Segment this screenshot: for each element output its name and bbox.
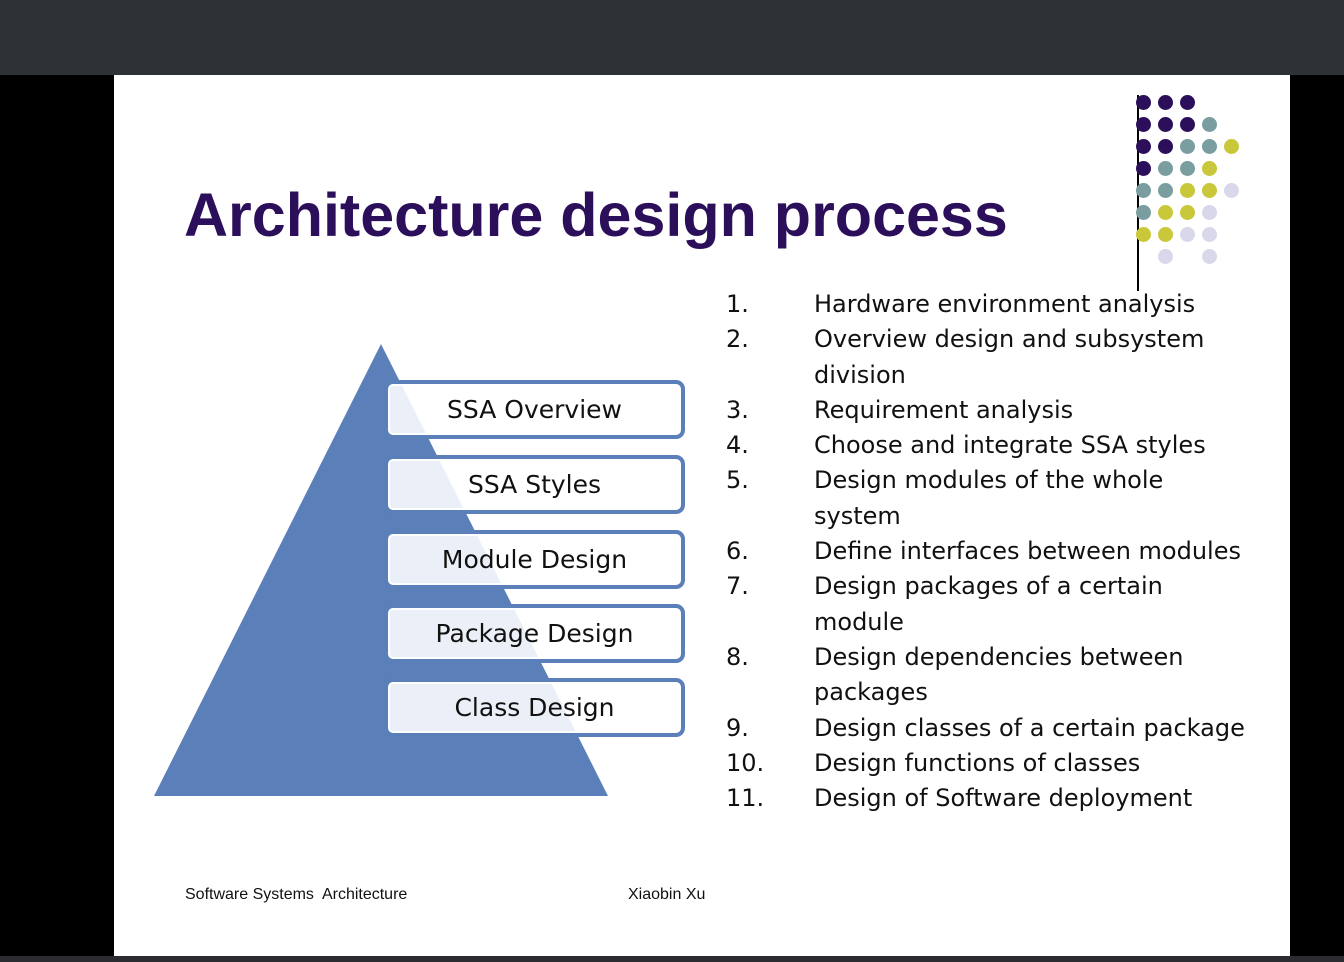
step-text: Define interfaces between modules <box>814 537 1241 566</box>
logo-dot <box>1158 227 1173 242</box>
step-number: 10. <box>726 748 765 777</box>
step-number: 11. <box>726 784 765 813</box>
pyramid-level-package-design: Package Design <box>384 604 685 663</box>
slide-title: Architecture design process <box>184 181 1008 249</box>
step-number: 5. <box>726 466 749 495</box>
logo-dot <box>1158 139 1173 154</box>
logo-dot <box>1158 95 1173 110</box>
step-number: 7. <box>726 572 749 601</box>
steps-list: 1. Hardware environment analysis 2. Overvi… <box>726 287 1246 816</box>
logo-dot <box>1158 205 1173 220</box>
pyramid-level-ssa-styles: SSA Styles <box>384 455 685 514</box>
viewer-top-bar <box>0 0 1344 75</box>
slide: Architecture design process SSA Overview… <box>114 75 1290 956</box>
logo-dot <box>1202 161 1217 176</box>
logo-dot <box>1202 139 1217 154</box>
step-number: 2. <box>726 325 749 354</box>
list-item: 7. Design packages of a certain module <box>726 569 1246 640</box>
logo-dot <box>1180 95 1195 110</box>
step-text: Design of Software deployment <box>814 784 1193 813</box>
logo-dot <box>1202 117 1217 132</box>
logo-dot <box>1136 227 1151 242</box>
list-item: 4. Choose and integrate SSA styles <box>726 428 1246 463</box>
logo-dot <box>1224 139 1239 154</box>
step-text: Choose and integrate SSA styles <box>814 431 1206 460</box>
logo-dot <box>1136 117 1151 132</box>
logo-dot <box>1224 183 1239 198</box>
step-text: Hardware environment analysis <box>814 290 1196 318</box>
step-text: Design packages of a certain module <box>814 572 1163 636</box>
step-text: Design dependencies between packages <box>814 642 1184 707</box>
logo-dot <box>1180 183 1195 198</box>
dot-grid-logo <box>114 75 1290 375</box>
logo-dot <box>1158 183 1173 198</box>
list-item: 8. Design dependencies between packages <box>726 640 1246 711</box>
list-item: 5. Design modules of the whole system <box>726 463 1246 534</box>
logo-dot <box>1202 183 1217 198</box>
step-number: 6. <box>726 537 749 566</box>
list-item: 10. Design functions of classes <box>726 746 1246 781</box>
footer-author: Xiaobin Xu <box>628 886 706 903</box>
step-text: Design modules of the whole system <box>814 466 1164 530</box>
pyramid-level-ssa-overview: SSA Overview <box>384 380 685 439</box>
logo-dot <box>1202 249 1217 264</box>
step-text: Overview design and subsystem division <box>814 325 1205 389</box>
pyramid-level-module-design: Module Design <box>384 530 685 589</box>
step-number: 8. <box>726 642 749 671</box>
step-number: 3. <box>726 395 749 424</box>
logo-dot <box>1158 161 1173 176</box>
list-item: 9. Design classes of a certain package <box>726 711 1246 746</box>
logo-dot <box>1136 161 1151 176</box>
logo-dot <box>1136 95 1151 110</box>
list-item: 6. Define interfaces between modules <box>726 534 1246 569</box>
logo-dot <box>1180 227 1195 242</box>
step-text: Design functions of classes <box>814 748 1141 777</box>
list-item: 2. Overview design and subsystem division <box>726 322 1246 393</box>
step-number: 9. <box>726 713 749 742</box>
logo-dot <box>1136 183 1151 198</box>
list-item: 3. Requirement analysis <box>726 393 1246 428</box>
footer-course-name: Software Systems Architecture <box>185 886 408 903</box>
list-item: 11. Design of Software deployment <box>726 781 1246 816</box>
logo-dot <box>1202 227 1217 242</box>
logo-dot <box>1180 161 1195 176</box>
step-number: 4. <box>726 431 749 460</box>
logo-dot <box>1180 117 1195 132</box>
logo-dot <box>1158 249 1173 264</box>
logo-dot <box>1180 205 1195 220</box>
pyramid-level-class-design: Class Design <box>384 678 685 737</box>
logo-dot <box>1180 139 1195 154</box>
list-item: 1. Hardware environment analysis <box>726 287 1246 322</box>
step-number: 1. <box>726 290 749 318</box>
viewer-bottom-bar <box>0 956 1344 962</box>
logo-dot <box>1202 205 1217 220</box>
step-text: Design classes of a certain package <box>814 713 1245 742</box>
step-text: Requirement analysis <box>814 395 1074 424</box>
logo-dot <box>1136 139 1151 154</box>
logo-dot <box>1158 117 1173 132</box>
logo-dot <box>1136 205 1151 220</box>
